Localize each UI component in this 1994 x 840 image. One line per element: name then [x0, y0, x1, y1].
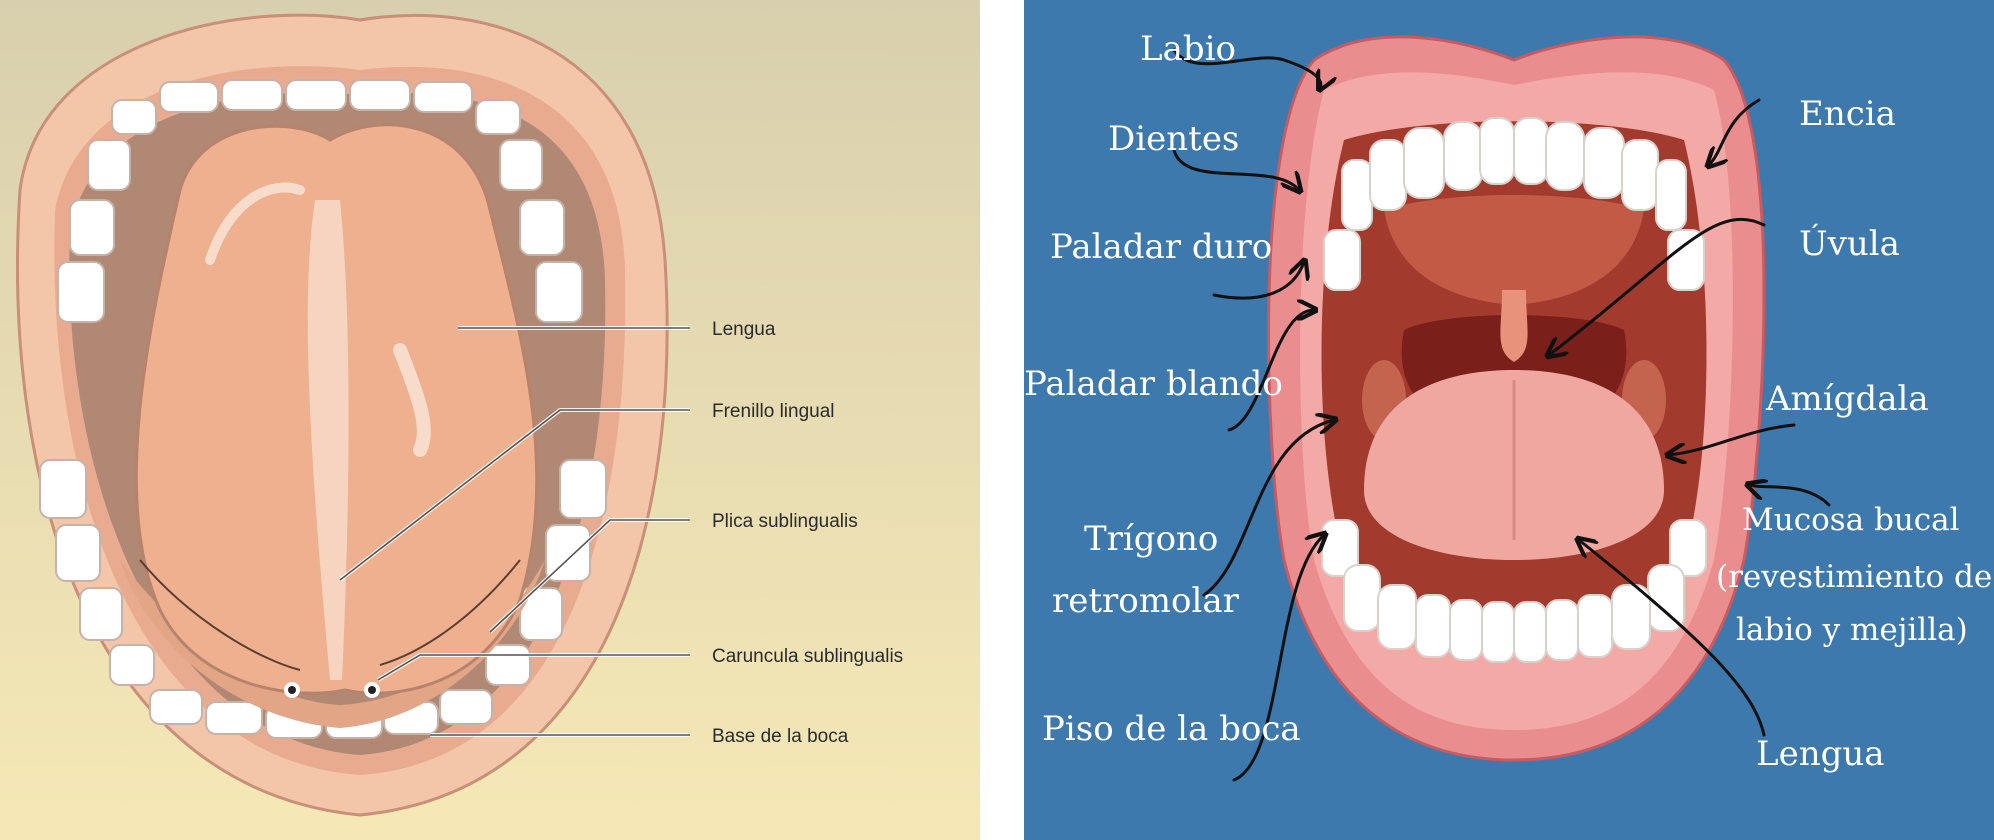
label-uvula: Úvula	[1799, 223, 1900, 264]
hard-palate	[1384, 195, 1644, 305]
label-retromolar: retromolar	[1052, 581, 1240, 621]
label-base-de-la-boca: Base de la boca	[712, 726, 849, 747]
label-trigono: Trígono	[1084, 519, 1218, 559]
leader-lines	[339, 327, 690, 736]
arrow-uvula	[1549, 217, 1766, 355]
arrow-piso	[1232, 535, 1324, 782]
label-paladar-duro: Paladar duro	[1050, 227, 1272, 267]
arrow-mucosa	[1749, 485, 1831, 507]
label-amigdala: Amígdala	[1765, 379, 1929, 419]
label-encia: Encia	[1799, 94, 1896, 134]
label-plica-sublingualis: Plica sublingualis	[712, 511, 858, 532]
pointer-arrows	[1172, 48, 1831, 782]
arrow-lengua	[1579, 540, 1766, 737]
label-mucosa-bucal: Mucosa bucal	[1742, 502, 1960, 538]
upper-teeth	[57, 79, 583, 323]
arrow-encia	[1709, 98, 1761, 165]
label-labio-y-mejilla: labio y mejilla)	[1736, 612, 1968, 648]
caruncle-right-opening	[368, 686, 376, 694]
label-caruncula-sublingualis: Caruncula sublingualis	[712, 646, 903, 667]
label-lengua: Lengua	[712, 319, 776, 340]
leader-line-plica	[489, 519, 690, 633]
plica-line-left	[139, 559, 301, 671]
label-labio: Labio	[1140, 29, 1236, 69]
lower-teeth	[1321, 519, 1707, 663]
arrow-paladar-blando	[1227, 310, 1314, 432]
arrow-paladar-duro	[1212, 262, 1304, 300]
tongue-highlight	[205, 182, 305, 265]
leader-line-frenillo	[339, 409, 690, 581]
label-dientes: Dientes	[1108, 119, 1239, 159]
caruncle-left-opening	[288, 686, 296, 694]
lingual-frenulum	[307, 200, 349, 680]
tongue-underside-panel: Lengua Frenillo lingual Plica sublingual…	[0, 0, 980, 840]
label-revestimiento: (revestimiento de	[1716, 559, 1992, 595]
open-mouth-illustration: Labio Dientes Paladar duro Paladar bland…	[1024, 0, 1994, 840]
arrow-amigdala	[1669, 423, 1796, 455]
open-mouth-panel: Labio Dientes Paladar duro Paladar bland…	[1024, 0, 1994, 840]
tongue-highlight	[393, 343, 431, 457]
floor-of-mouth	[120, 560, 545, 728]
arrow-labio	[1172, 48, 1321, 88]
label-piso-de-la-boca: Piso de la boca	[1042, 709, 1301, 749]
leader-line-caruncula	[377, 654, 690, 681]
tongue-underside-illustration: Lengua Frenillo lingual Plica sublingual…	[0, 0, 980, 840]
upper-teeth	[1323, 117, 1705, 291]
arrow-trigono	[1202, 420, 1334, 597]
plica-line-right	[379, 559, 521, 666]
uvula	[1500, 290, 1528, 362]
label-paladar-blando: Paladar blando	[1024, 364, 1283, 404]
arrow-dientes	[1172, 148, 1299, 190]
label-frenillo-lingual: Frenillo lingual	[712, 401, 835, 422]
label-lengua-right: Lengua	[1756, 734, 1885, 774]
